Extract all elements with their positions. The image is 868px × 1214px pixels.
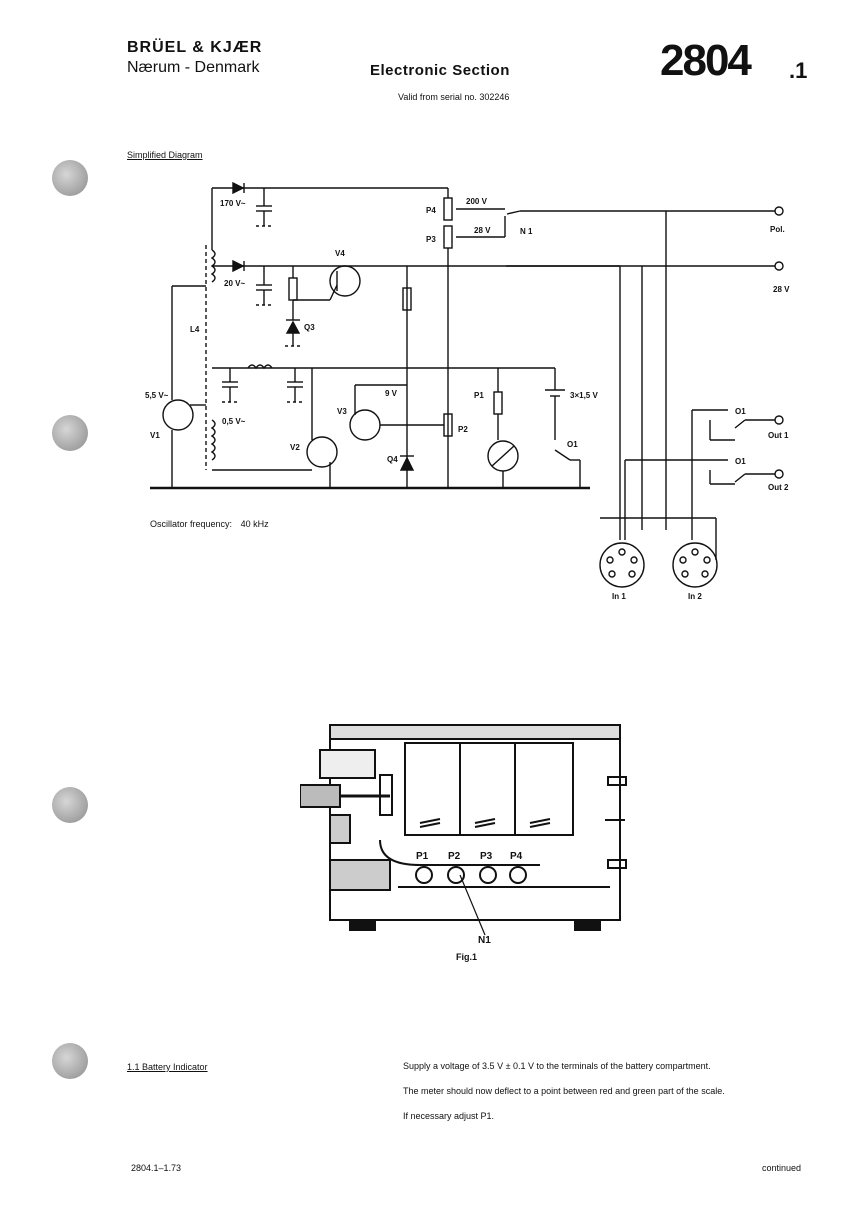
continued-note: continued [762, 1163, 802, 1173]
punch-hole [52, 415, 88, 451]
label-p4: P4 [426, 206, 436, 215]
label-v2: V2 [290, 443, 300, 452]
label-5-5v: 5,5 V~ [145, 391, 169, 400]
label-battery: 3×1,5 V [570, 391, 598, 400]
label-l4: L4 [190, 325, 200, 334]
section-line: If necessary adjust P1. [403, 1111, 495, 1121]
fig-label-p3: P3 [480, 851, 493, 862]
fig-label-p1: P1 [416, 851, 429, 862]
section-line: The meter should now deflect to a point … [403, 1086, 725, 1096]
company-line-2: Nærum - Denmark [127, 59, 260, 76]
fig-label-p4: P4 [510, 851, 523, 862]
label-q3: Q3 [304, 323, 315, 332]
oscillator-value: 40 kHz [240, 519, 269, 529]
label-28v-out: 28 V [773, 285, 790, 294]
label-q4: Q4 [387, 455, 398, 464]
oscillator-label: Oscillator frequency: [150, 519, 233, 529]
punch-hole [52, 160, 88, 196]
label-20v: 20 V~ [224, 279, 245, 288]
label-o1: O1 [567, 440, 578, 449]
serial-note: Valid from serial no. 302246 [398, 92, 510, 102]
section-body: Supply a voltage of 3.5 V ± 0.1 V to the… [403, 1054, 843, 1129]
section-heading: 1.1 Battery Indicator [127, 1062, 208, 1072]
oscillator-frequency: Oscillator frequency: 40 kHz [150, 519, 269, 529]
fig-label-n1: N1 [478, 935, 491, 946]
label-9v: 9 V [385, 389, 398, 398]
label-in1: In 1 [612, 592, 626, 601]
punch-hole [52, 787, 88, 823]
label-out2: Out 2 [768, 483, 789, 492]
company-line-1: BRÜEL & KJÆR [127, 39, 263, 56]
label-200v: 200 V [466, 197, 488, 206]
label-out1: Out 1 [768, 431, 789, 440]
label-o1-out2: O1 [735, 457, 746, 466]
label-0-5v: 0,5 V~ [222, 417, 246, 426]
label-o1-out1: O1 [735, 407, 746, 416]
figure-caption: Fig.1 [456, 952, 478, 962]
label-p1: P1 [474, 391, 484, 400]
model-number: 2804 [660, 36, 752, 85]
schematic-diagram: 170 V~ 20 V~ 5,5 V~ 0,5 V~ L4 V1 V2 V3 V… [145, 181, 790, 601]
diagram-heading: Simplified Diagram [127, 150, 203, 160]
fig-label-p2: P2 [448, 851, 461, 862]
doc-reference: 2804.1–1.73 [131, 1163, 182, 1173]
model-suffix: .1 [789, 58, 808, 83]
label-v1: V1 [150, 431, 160, 440]
label-v3: V3 [337, 407, 347, 416]
label-28v-p3: 28 V [474, 226, 491, 235]
label-in2: In 2 [688, 592, 702, 601]
figure-1-drawing: P1 P2 P3 P4 N1 [300, 724, 627, 946]
label-v4: V4 [335, 249, 345, 258]
company-name: BRÜEL & KJÆR Nærum - Denmark [127, 38, 262, 78]
section-line: Supply a voltage of 3.5 V ± 0.1 V to the… [403, 1061, 711, 1071]
label-pol: Pol. [770, 225, 785, 234]
punch-hole [52, 1043, 88, 1079]
label-170v: 170 V~ [220, 199, 246, 208]
label-n1: N 1 [520, 227, 533, 236]
page-title: Electronic Section [370, 62, 510, 79]
label-p3: P3 [426, 235, 436, 244]
label-p2: P2 [458, 425, 468, 434]
